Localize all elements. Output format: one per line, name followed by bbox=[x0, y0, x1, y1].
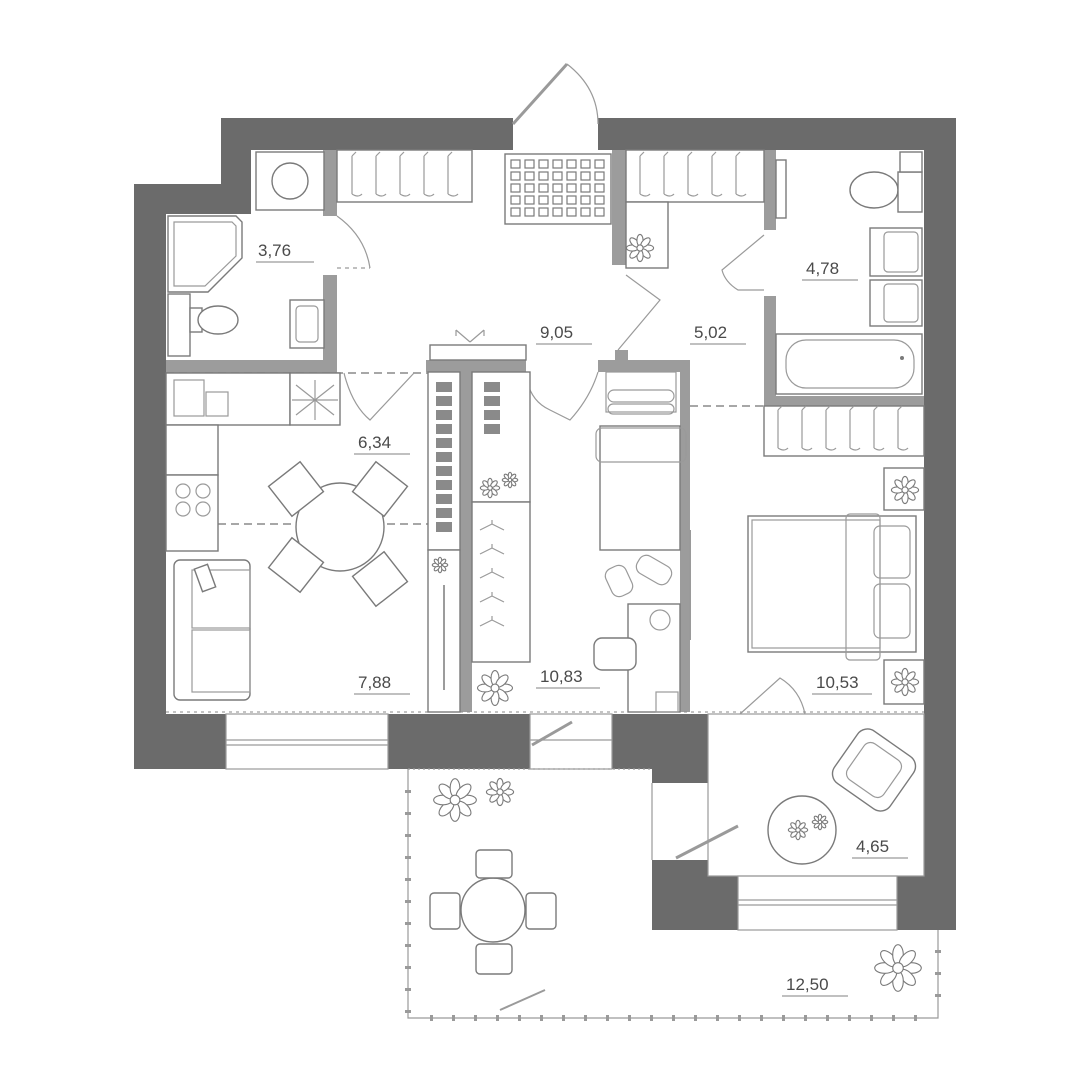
area-label-bathroom-1: 3,76 bbox=[258, 241, 291, 260]
area-label-terrace: 12,50 bbox=[786, 975, 829, 994]
area-label-corridor: 5,02 bbox=[694, 323, 727, 342]
area-label-living: 7,88 bbox=[358, 673, 391, 692]
doors bbox=[336, 62, 806, 1011]
area-label-bedroom-2: 10,53 bbox=[816, 673, 859, 692]
loggia-furniture bbox=[767, 728, 917, 865]
bathroom-2-fixtures bbox=[775, 151, 923, 395]
plant-decorations bbox=[431, 233, 922, 992]
bathroom-1-fixtures bbox=[167, 151, 325, 357]
terrace-furniture bbox=[429, 849, 557, 975]
area-label-bedroom-1: 10,83 bbox=[540, 667, 583, 686]
bedroom-2-furniture bbox=[747, 405, 925, 705]
hall-furniture bbox=[336, 149, 765, 361]
area-label-hall: 9,05 bbox=[540, 323, 573, 342]
area-label-kitchen: 6,34 bbox=[358, 433, 391, 452]
exterior-walls bbox=[134, 118, 956, 930]
bedroom-1-furniture bbox=[471, 371, 687, 713]
area-label-loggia: 4,65 bbox=[856, 837, 889, 856]
windows bbox=[225, 713, 898, 931]
living-furniture bbox=[173, 371, 461, 713]
area-label-bathroom-2: 4,78 bbox=[806, 259, 839, 278]
kitchen-furniture bbox=[165, 372, 409, 608]
area-labels: 3,76 9,05 5,02 4,78 6,34 7,88 10,83 10,5… bbox=[256, 241, 908, 997]
terrace-railing bbox=[405, 790, 941, 1021]
partitions bbox=[166, 150, 924, 712]
